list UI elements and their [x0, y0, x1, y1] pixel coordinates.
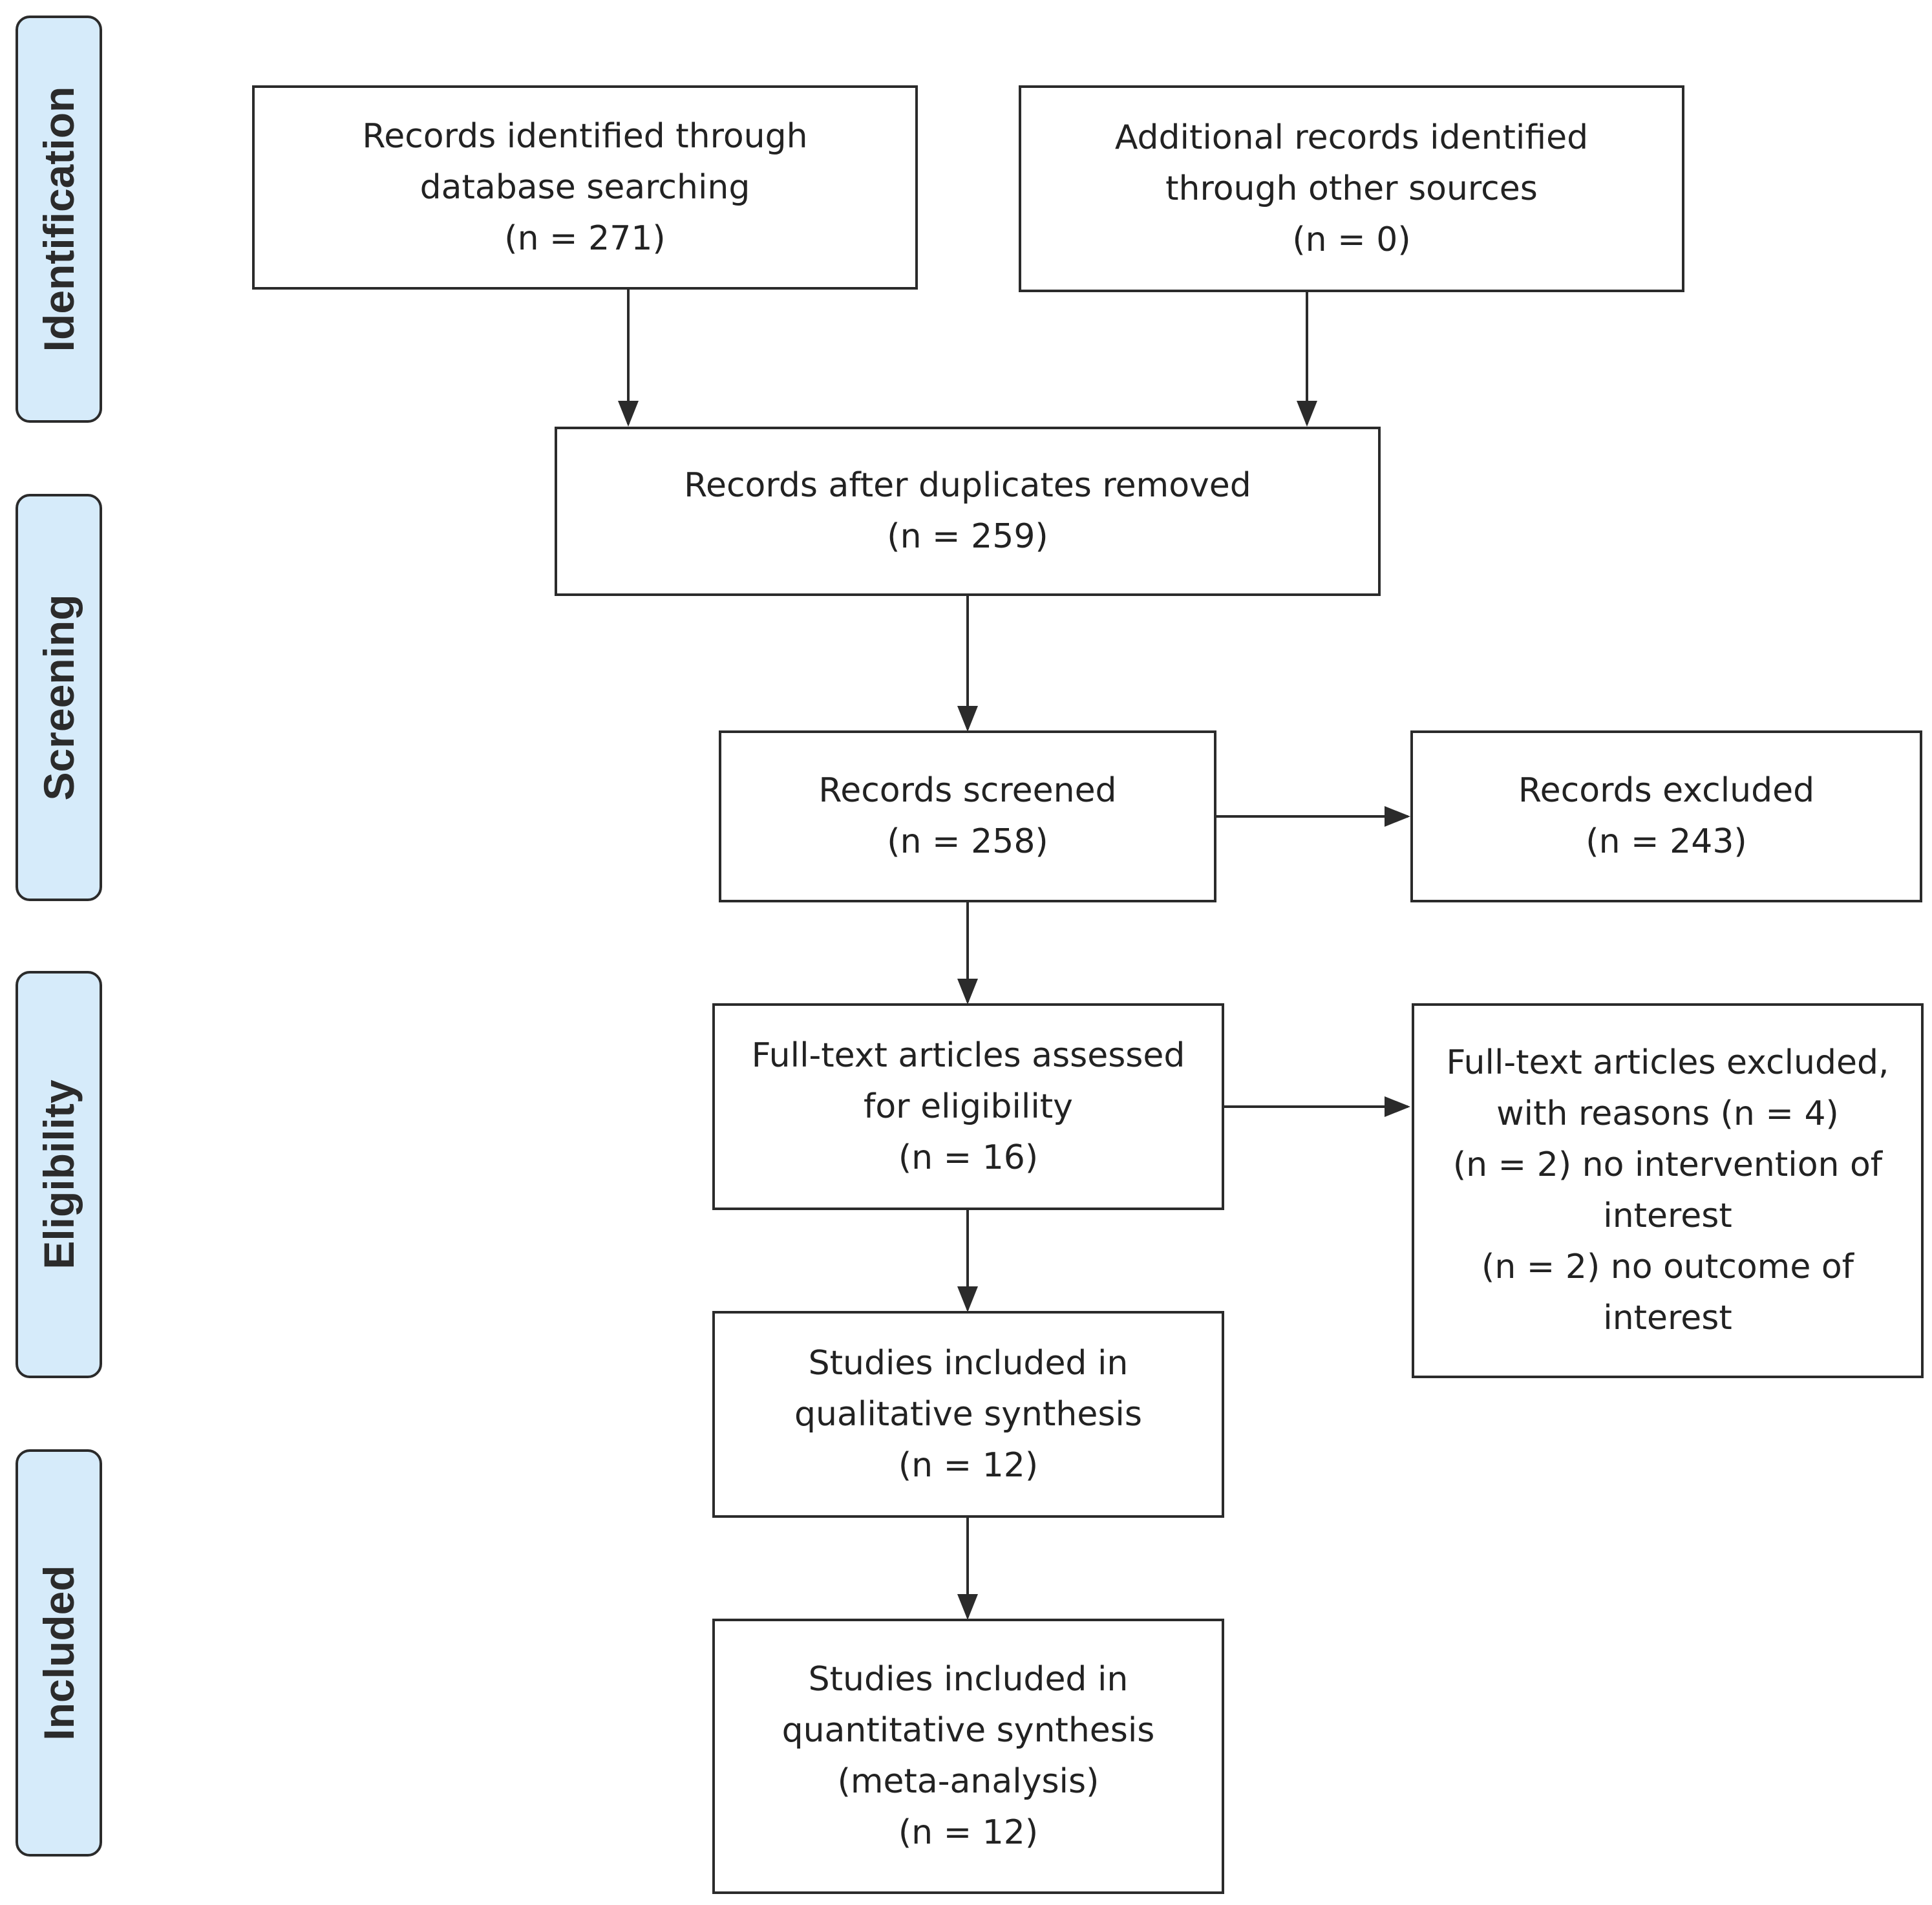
- count-label: (n = 271): [504, 218, 666, 258]
- count-label: (n = 0): [1292, 220, 1411, 259]
- count-label: (n = 12): [898, 1813, 1039, 1852]
- count-label: (n = 259): [887, 517, 1048, 556]
- box-duplicates-removed: Records after duplicates removed (n = 25…: [555, 427, 1381, 596]
- box-records-excluded: Records excluded (n = 243): [1410, 730, 1922, 902]
- text-line: Records after duplicates removed: [684, 466, 1251, 505]
- text-line: Records identified through: [362, 116, 808, 156]
- count-label: (n = 243): [1586, 822, 1747, 861]
- text-line: (n = 2) no intervention of: [1452, 1145, 1883, 1184]
- count-label: (n = 16): [898, 1138, 1039, 1177]
- text-line: qualitative synthesis: [794, 1394, 1142, 1434]
- text-line: through other sources: [1165, 169, 1538, 208]
- text-line: Full-text articles excluded,: [1446, 1043, 1889, 1082]
- text-line: Records excluded: [1518, 771, 1815, 810]
- box-other-sources: Additional records identified through ot…: [1019, 85, 1684, 292]
- text-line: Additional records identified: [1114, 118, 1589, 157]
- count-label: (n = 258): [887, 822, 1048, 861]
- box-full-text-excluded: Full-text articles excluded, with reason…: [1412, 1003, 1924, 1378]
- box-full-text-assessed: Full-text articles assessed for eligibil…: [712, 1003, 1224, 1210]
- text-line: Studies included in: [808, 1343, 1129, 1383]
- count-label: (n = 12): [898, 1445, 1039, 1485]
- box-records-screened: Records screened (n = 258): [719, 730, 1216, 902]
- stage-identification: Identification: [16, 16, 102, 423]
- box-qualitative-synthesis: Studies included in qualitative synthesi…: [712, 1311, 1224, 1518]
- stage-included: Included: [16, 1449, 102, 1857]
- text-line: Studies included in: [808, 1660, 1129, 1699]
- text-line: (n = 2) no outcome of: [1481, 1248, 1854, 1286]
- text-line: database searching: [419, 167, 750, 207]
- text-line: with reasons (n = 4): [1496, 1094, 1839, 1133]
- text-line: Records screened: [818, 771, 1117, 810]
- stage-screening: Screening: [16, 494, 102, 901]
- text-line: Full-text articles assessed: [751, 1036, 1185, 1075]
- text-line: (meta-analysis): [837, 1762, 1099, 1801]
- text-line: quantitative synthesis: [781, 1711, 1155, 1750]
- stage-eligibility: Eligibility: [16, 971, 102, 1378]
- text-line: for eligibility: [864, 1087, 1073, 1126]
- box-database-search: Records identified through database sear…: [252, 85, 918, 290]
- text-line: interest: [1603, 1197, 1732, 1235]
- box-quantitative-synthesis: Studies included in quantitative synthes…: [712, 1619, 1224, 1894]
- text-line: interest: [1603, 1299, 1732, 1337]
